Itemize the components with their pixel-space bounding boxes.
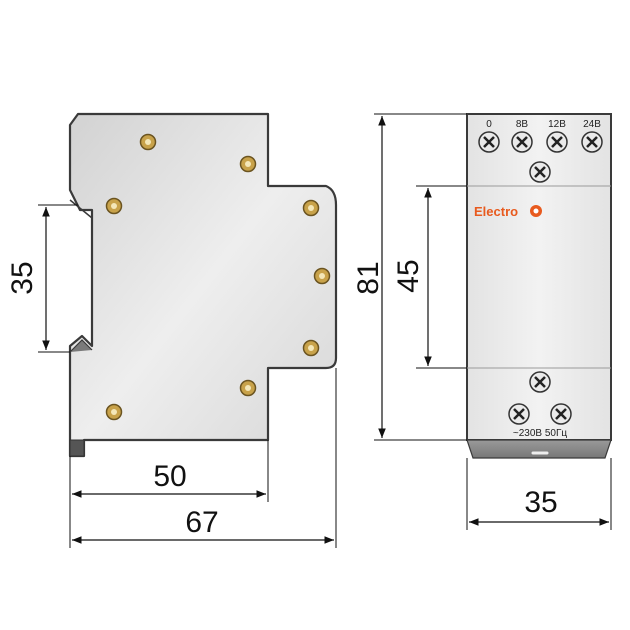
rivet xyxy=(302,339,320,357)
terminal-screw-supply-left xyxy=(508,403,530,425)
brand-logo: Electro xyxy=(474,204,542,219)
dimension-front-height: 45 xyxy=(392,185,467,369)
dimension-total-height: 81 xyxy=(352,113,467,441)
dimension-label-rail-height: 35 xyxy=(6,261,39,294)
rail-hook-top xyxy=(69,199,93,220)
terminal-screw-supply-right xyxy=(550,403,572,425)
front-view: 0 8В 12В 24В Electro xyxy=(466,113,612,459)
dimension-rail-height: 35 xyxy=(6,204,78,353)
terminal-label-12v: 12В xyxy=(548,119,566,130)
terminal-screw-12v xyxy=(546,131,568,153)
rail-clip-foot xyxy=(69,439,85,457)
dimension-label-total-height: 81 xyxy=(352,261,385,294)
rivet xyxy=(105,403,123,421)
bottom-clip xyxy=(466,439,612,459)
rivet xyxy=(302,199,320,217)
brand-name: Electro xyxy=(474,204,518,219)
terminal-screw-upper-center xyxy=(529,161,551,183)
side-view xyxy=(68,112,338,458)
side-view-body xyxy=(68,112,338,458)
terminal-screw-8v xyxy=(511,131,533,153)
terminal-label-0: 0 xyxy=(486,119,492,130)
dimension-label-module-width: 35 xyxy=(524,486,557,519)
terminal-screw-24v xyxy=(581,131,603,153)
supply-label: ~230В 50Гц xyxy=(513,428,568,439)
rivet xyxy=(105,197,123,215)
rivet xyxy=(313,267,331,285)
dimension-label-front-height: 45 xyxy=(392,259,425,292)
terminal-screw-0 xyxy=(478,131,500,153)
rivet xyxy=(239,155,257,173)
dimension-module-width: 35 xyxy=(466,458,612,530)
side-rivets xyxy=(105,133,331,421)
rail-hook-bottom xyxy=(69,339,93,353)
terminal-label-8v: 8В xyxy=(516,119,529,130)
rivet xyxy=(139,133,157,151)
dimension-depth-to-step: 50 xyxy=(69,440,269,548)
terminal-label-24v: 24В xyxy=(583,119,601,130)
terminal-screw-lower-center xyxy=(529,371,551,393)
dimension-total-depth: 67 xyxy=(72,368,337,548)
dimension-label-depth-to-step: 50 xyxy=(153,460,186,493)
dimension-label-total-depth: 67 xyxy=(185,506,218,539)
rivet xyxy=(239,379,257,397)
